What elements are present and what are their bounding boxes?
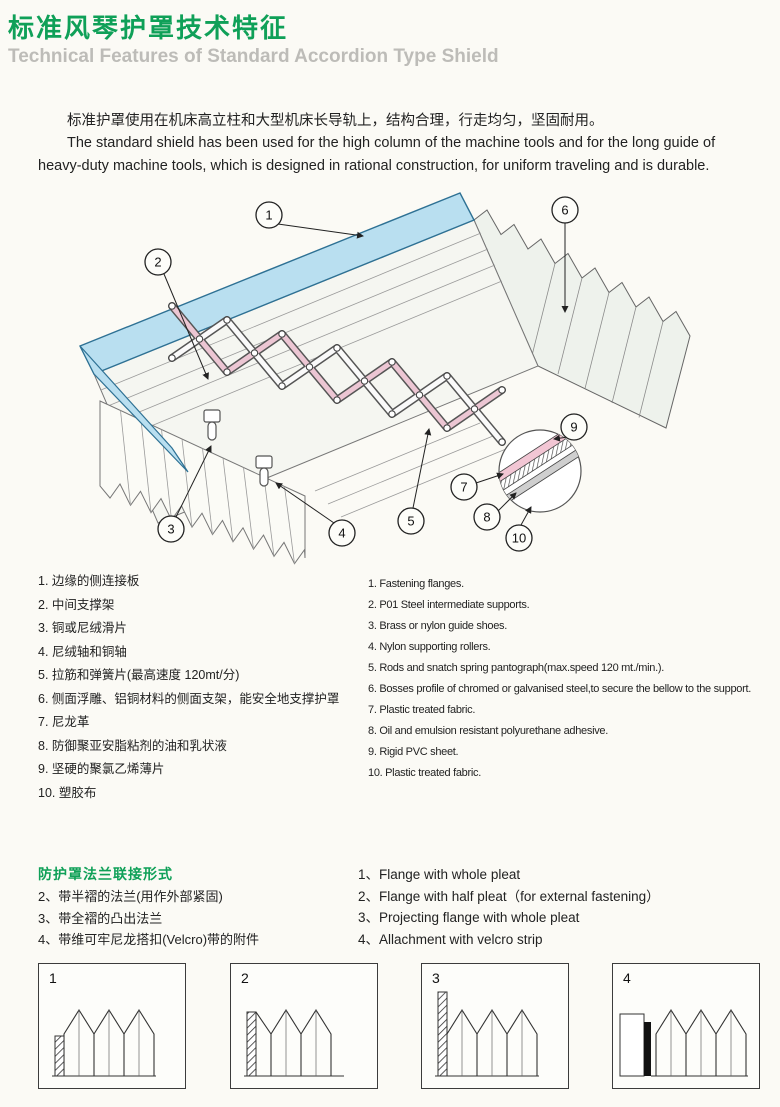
fastening-flange-band — [79, 192, 475, 473]
svg-text:9: 9 — [570, 420, 577, 435]
legend-en-item: 7. Plastic treated fabric. — [368, 704, 476, 716]
callout-8: 8 — [473, 503, 501, 531]
flange-box-2-label: 2 — [241, 970, 249, 986]
legend-en-item: 3. Brass or nylon guide shoes. — [368, 620, 507, 632]
svg-text:1: 1 — [265, 208, 272, 223]
flange-box-2-diagram — [244, 1008, 344, 1077]
callout-9: 9 — [560, 413, 588, 441]
callouts: 1 2 3 4 5 — [144, 196, 588, 552]
flange-box-4-diagram — [619, 1008, 748, 1077]
svg-text:2: 2 — [154, 255, 161, 270]
flange-zh-item: 2、带半褶的法兰(用作外部紧固) — [38, 889, 223, 904]
flange-zh-item: 4、带维可牢尼龙搭扣(Velcro)带的附件 — [38, 932, 260, 947]
legend-chinese: 1. 边缘的侧连接板 2. 中间支撑架 3. 铜或尼绒滑片 4. 尼绒轴和铜轴 … — [38, 570, 368, 805]
flange-box-3-label: 3 — [432, 970, 440, 986]
callout-2: 2 — [144, 248, 172, 276]
guide-shoes — [203, 409, 273, 487]
flange-section-title: 防护罩法兰联接形式 — [38, 866, 173, 882]
header: 标准风琴护罩技术特征 Technical Features of Standar… — [8, 12, 499, 68]
callout-6: 6 — [551, 196, 579, 224]
intro-block: 标准护罩使用在机床高立柱和大型机床长导轨上，结构合理，行走均匀，坚固耐用。 Th… — [38, 110, 750, 177]
svg-text:5: 5 — [407, 514, 414, 529]
accordion-shield-diagram: 1 2 3 4 5 — [79, 192, 691, 565]
callout-3: 3 — [157, 515, 185, 543]
legend-english: 1. Fastening flanges. 2. P01 Steel inter… — [368, 574, 780, 784]
legend-en-item: 9. Rigid PVC sheet. — [368, 746, 459, 758]
legend-en-item: 8. Oil and emulsion resistant polyuretha… — [368, 725, 608, 737]
svg-text:10: 10 — [512, 531, 526, 546]
svg-text:7: 7 — [460, 480, 467, 495]
compressed-folds — [473, 209, 691, 429]
flange-items-english: 1、Flange with whole pleat 2、Flange with … — [358, 864, 758, 950]
callout-10: 10 — [505, 524, 533, 552]
legend-zh-item: 3. 铜或尼绒滑片 — [38, 621, 127, 635]
legend-zh-item: 6. 侧面浮雕、铝铜材料的侧面支架，能安全地支撑护罩 — [38, 691, 340, 706]
flange-box-2: 2 — [230, 963, 378, 1089]
intro-en: The standard shield has been used for th… — [38, 135, 716, 174]
svg-text:4: 4 — [338, 526, 345, 541]
flange-box-4: 4 — [612, 963, 760, 1089]
pivot-points — [168, 302, 506, 446]
svg-text:3: 3 — [167, 522, 174, 537]
flange-box-3: 3 — [421, 963, 569, 1089]
page-title-zh: 标准风琴护罩技术特征 — [8, 13, 289, 43]
legend-zh-item: 9. 坚硬的聚氯乙烯薄片 — [38, 762, 165, 776]
flange-box-3-diagram — [435, 991, 539, 1077]
svg-text:6: 6 — [561, 203, 568, 218]
flange-box-1-label: 1 — [49, 970, 57, 986]
leader-lines — [163, 223, 569, 526]
flange-en-item: 4、Allachment with velcro strip — [358, 931, 543, 947]
callout-1: 1 — [255, 201, 283, 229]
scissor-mechanism — [168, 302, 506, 446]
flange-zh-item: 3、带全褶的凸出法兰 — [38, 910, 163, 926]
legend-en-item: 4. Nylon supporting rollers. — [368, 641, 491, 653]
legend-en-item: 5. Rods and snatch spring pantograph(max… — [368, 662, 664, 674]
front-pleats — [99, 400, 306, 565]
legend-en-item: 10. Plastic treated fabric. — [368, 767, 481, 779]
page-title-en: Technical Features of Standard Accordion… — [8, 45, 499, 67]
legend-zh-item: 7. 尼龙革 — [38, 715, 90, 729]
legend-zh-item: 1. 边缘的侧连接板 — [38, 574, 140, 588]
callout-4: 4 — [328, 519, 356, 547]
legend-en-item: 1. Fastening flanges. — [368, 578, 464, 590]
callout-5: 5 — [397, 507, 425, 535]
flange-en-item: 3、Projecting flange with whole pleat — [358, 910, 580, 925]
legend-zh-item: 2. 中间支撑架 — [38, 597, 115, 612]
flange-en-item: 1、Flange with whole pleat — [358, 867, 521, 882]
flange-items-chinese: 2、带半褶的法兰(用作外部紧固) 3、带全褶的凸出法兰 4、带维可牢尼龙搭扣(V… — [38, 886, 358, 951]
legend-zh-item: 10. 塑胶布 — [38, 785, 97, 800]
flange-box-4-label: 4 — [623, 970, 631, 986]
legend-zh-item: 4. 尼绒轴和铜轴 — [38, 644, 127, 659]
flange-en-item: 2、Flange with half pleat（for external fa… — [358, 888, 660, 904]
flange-box-1-diagram — [52, 1008, 156, 1077]
legend-zh-item: 8. 防御聚亚安脂粘剂的油和乳状液 — [38, 738, 227, 753]
legend-en-item: 6. Bosses profile of chromed or galvanis… — [368, 683, 751, 695]
detail-circle — [498, 429, 582, 513]
callout-7: 7 — [450, 473, 478, 501]
legend-zh-item: 5. 拉筋和弹簧片(最高速度 120mt/分) — [38, 668, 240, 682]
intro-zh: 标准护罩使用在机床高立柱和大型机床长导轨上，结构合理，行走均匀，坚固耐用。 — [67, 113, 604, 129]
main-diagram-area: 1 2 3 4 5 — [60, 186, 715, 574]
flange-box-1: 1 — [38, 963, 186, 1089]
legend-en-item: 2. P01 Steel intermediate supports. — [368, 599, 530, 611]
svg-text:8: 8 — [483, 510, 490, 525]
